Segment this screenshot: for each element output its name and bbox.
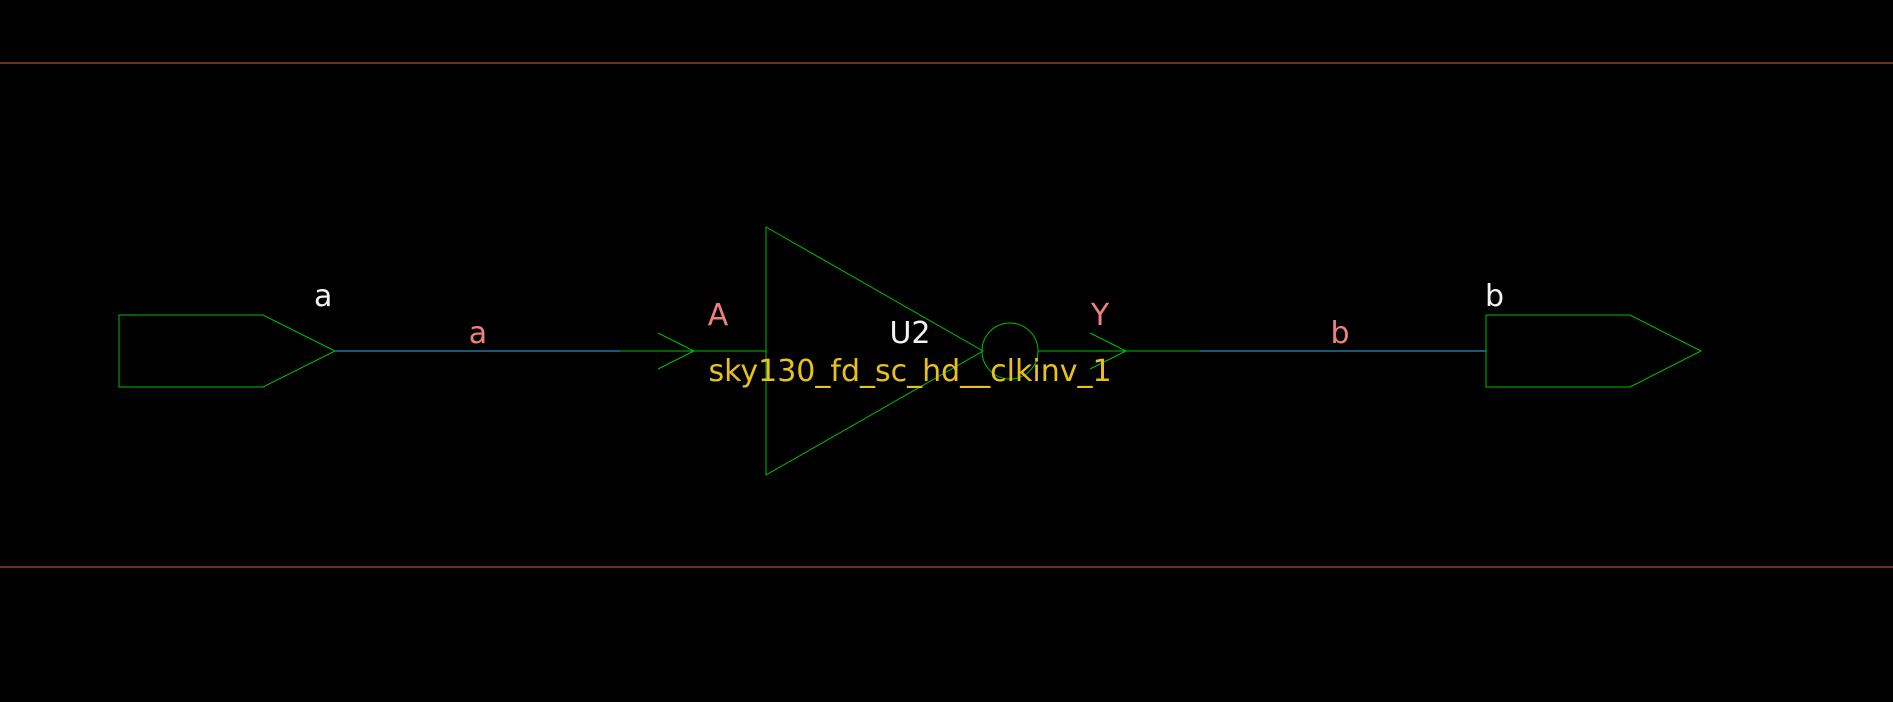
input-pin-arrow-icon <box>657 332 696 370</box>
output-net[interactable]: b <box>1200 316 1486 352</box>
output-port[interactable]: b <box>1485 279 1703 388</box>
input-port-pentagon-icon <box>118 314 337 388</box>
input-net-label: a <box>469 316 487 351</box>
inverter-triangle-icon <box>765 226 985 476</box>
output-net-label: b <box>1330 316 1349 351</box>
input-pin-label: A <box>708 298 729 333</box>
output-port-pentagon-icon <box>1485 314 1703 388</box>
input-port[interactable]: a <box>118 279 337 388</box>
output-pin-arrow-icon <box>1089 332 1128 370</box>
input-net[interactable]: a <box>335 316 620 352</box>
output-port-label: b <box>1485 279 1504 314</box>
output-pin-label: Y <box>1090 298 1110 333</box>
input-port-label: a <box>314 279 332 314</box>
cell-type-label: sky130_fd_sc_hd__clkinv_1 <box>708 354 1111 389</box>
instance-name: U2 <box>889 316 930 351</box>
inverter-cell-u2[interactable]: A Y U2 sky130_fd_sc_hd__clkinv_1 <box>620 226 1200 476</box>
